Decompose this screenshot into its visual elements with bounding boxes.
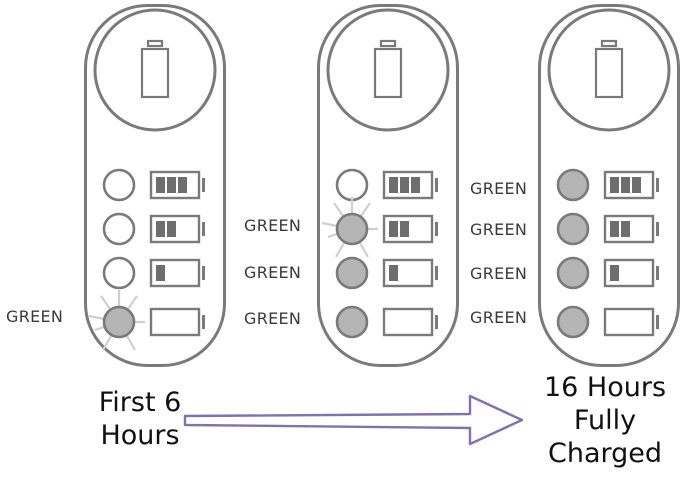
end-caption-line: 16 Hours — [543, 372, 667, 403]
battery-icon — [373, 39, 403, 99]
battery-bar — [610, 221, 619, 237]
led-off — [102, 168, 136, 202]
battery-level-icon — [149, 258, 205, 288]
led-green — [335, 256, 369, 290]
battery-bar — [167, 177, 176, 193]
charger-device — [84, 4, 226, 367]
battery-level-tip — [202, 178, 205, 192]
battery-level-icon — [603, 307, 659, 337]
battery-level-tip — [435, 266, 438, 280]
battery-level-tip — [435, 178, 438, 192]
battery-bar — [156, 221, 165, 237]
battery-bar — [156, 177, 165, 193]
battery-bar — [178, 177, 187, 193]
battery-level-outline — [382, 307, 434, 337]
battery-level-tip — [435, 222, 438, 236]
end-caption-line: Charged — [547, 438, 663, 469]
charger-device — [538, 4, 680, 367]
battery-level-icon — [149, 307, 205, 337]
display-window — [547, 8, 671, 132]
battery-outline — [594, 47, 624, 99]
battery-level-icon — [149, 170, 205, 200]
battery-level-tip — [202, 315, 205, 329]
charger-device — [317, 4, 459, 367]
end-caption-line: Fully — [573, 405, 637, 436]
battery-level-icon — [603, 214, 659, 244]
green-label: GREEN — [470, 308, 528, 327]
battery-level-icon — [149, 214, 205, 244]
battery-bar — [400, 177, 409, 193]
start-caption: First 6 Hours — [80, 386, 200, 452]
led-off — [102, 256, 136, 290]
end-caption: 16 Hours Fully Charged — [530, 371, 680, 470]
battery-outline — [373, 47, 403, 99]
battery-level-tip — [656, 266, 659, 280]
battery-bar — [156, 265, 165, 281]
battery-bar — [400, 221, 409, 237]
battery-bar — [621, 221, 630, 237]
battery-bar — [389, 221, 398, 237]
battery-cap — [146, 39, 164, 48]
led-off — [335, 168, 369, 202]
green-label: GREEN — [470, 264, 528, 283]
battery-bar — [167, 221, 176, 237]
battery-icon — [140, 39, 170, 99]
display-window — [93, 8, 217, 132]
arrow-shape — [183, 394, 524, 446]
battery-bar — [632, 177, 641, 193]
battery-level-icon — [382, 307, 438, 337]
led-off — [102, 212, 136, 246]
display-window — [326, 8, 450, 132]
battery-level-tip — [202, 222, 205, 236]
battery-bar — [610, 265, 619, 281]
battery-bar — [411, 177, 420, 193]
led-green — [556, 305, 590, 339]
battery-outline — [140, 47, 170, 99]
led-green — [335, 212, 369, 246]
battery-level-outline — [149, 307, 201, 337]
battery-bar — [389, 177, 398, 193]
battery-level-tip — [202, 266, 205, 280]
battery-level-tip — [656, 315, 659, 329]
battery-bar — [621, 177, 630, 193]
green-label: GREEN — [244, 263, 302, 282]
battery-level-icon — [603, 258, 659, 288]
battery-level-tip — [656, 222, 659, 236]
green-label: GREEN — [6, 307, 64, 326]
battery-cap — [379, 39, 397, 48]
battery-level-icon — [382, 258, 438, 288]
battery-level-icon — [382, 214, 438, 244]
led-green — [556, 256, 590, 290]
green-label: GREEN — [244, 309, 302, 328]
battery-cap — [600, 39, 618, 48]
battery-level-icon — [603, 170, 659, 200]
start-caption-line: First 6 — [98, 387, 182, 418]
led-green — [556, 212, 590, 246]
battery-level-tip — [435, 315, 438, 329]
led-green — [556, 168, 590, 202]
battery-icon — [594, 39, 624, 99]
green-label: GREEN — [470, 179, 528, 198]
battery-level-outline — [603, 307, 655, 337]
green-label: GREEN — [244, 216, 302, 235]
led-green — [335, 305, 369, 339]
battery-bar — [389, 265, 398, 281]
progress-arrow-icon — [183, 394, 524, 446]
battery-level-tip — [656, 178, 659, 192]
green-label: GREEN — [470, 220, 528, 239]
start-caption-line: Hours — [100, 420, 180, 451]
battery-level-icon — [382, 170, 438, 200]
battery-bar — [610, 177, 619, 193]
led-green — [102, 305, 136, 339]
